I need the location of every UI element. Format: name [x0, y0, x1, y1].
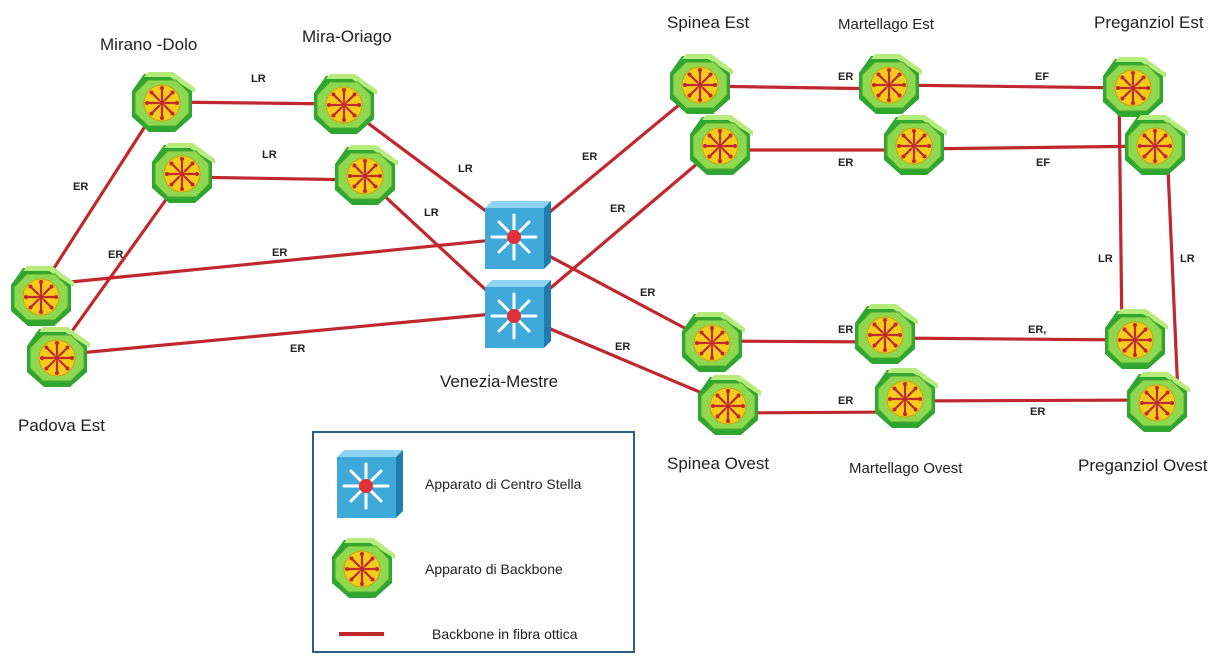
link-mirano-mira-bottom — [181, 175, 366, 182]
link-label: LR — [251, 73, 266, 85]
site-labels: Mirano -Dolo Mira-Oriago Padova Est Vene… — [18, 13, 1208, 477]
link-martellago-preganziol-est-bottom — [913, 144, 1157, 151]
legend-backbone-device-label: Apparato di Backbone — [425, 561, 563, 577]
link-label: ER — [290, 343, 305, 355]
link-spinea-martellago-est-top — [698, 84, 892, 91]
link-padova-venezia-top — [38, 236, 516, 287]
fiber-links — [36, 83, 1180, 415]
link-martellago-preganziol-est-top — [888, 83, 1135, 90]
site-label-padova-est: Padova Est — [18, 416, 105, 435]
backbone-device-icon-mirano-dolo-1 — [130, 70, 197, 134]
backbone-device-icon-padova-est-1 — [9, 264, 76, 328]
link-label: LR — [424, 207, 439, 219]
link-label: ER — [838, 71, 853, 83]
core-switches — [483, 199, 553, 350]
site-label-spinea-est: Spinea Est — [667, 13, 749, 32]
link-label: ER — [615, 341, 630, 353]
link-venezia-spinea-ovest-top — [532, 246, 713, 344]
link-venezia-spinea-est-bottom — [532, 144, 720, 304]
link-label: LR — [458, 163, 473, 175]
backbone-device-icon-preganziol-est-2 — [1123, 113, 1190, 177]
link-preganziol-vertical-right — [1165, 144, 1180, 397]
link-label: ER — [272, 247, 287, 259]
backbone-device-icon-spinea-est-2 — [688, 113, 755, 177]
link-label: EF — [1035, 71, 1049, 83]
backbone-device-icon-martellago-est-1 — [857, 52, 924, 116]
site-label-martellago-ovest: Martellago Ovest — [849, 460, 963, 477]
legend: Apparato di Centro Stella Apparato di Ba… — [312, 431, 635, 653]
backbone-device-icon-preganziol-ovest-1 — [1103, 307, 1170, 371]
backbone-device-icon-mira-oriago-2 — [333, 143, 400, 207]
backbone-device-icon-martellago-ovest-2 — [873, 366, 940, 430]
link-martellago-preganziol-ovest-bottom — [901, 398, 1159, 403]
link-label: EF — [1036, 157, 1050, 169]
link-padova-mirano-left — [36, 101, 162, 295]
link-padova-mirano-right — [53, 178, 182, 357]
backbone-device-icon-spinea-ovest-2 — [696, 373, 763, 437]
backbone-device-icon-martellago-est-2 — [882, 113, 949, 177]
site-label-mira-oriago: Mira-Oriago — [302, 27, 392, 46]
link-label: ER — [108, 249, 123, 261]
link-label: ER — [838, 157, 853, 169]
backbone-device-icon-preganziol-ovest-2 — [1125, 370, 1192, 434]
backbone-device-icon-mira-oriago-1 — [312, 72, 379, 136]
backbone-device-icon-martellago-ovest-1 — [853, 302, 920, 366]
legend-core-switch-label: Apparato di Centro Stella — [425, 476, 582, 492]
backbone-device-icon-spinea-ovest-1 — [680, 310, 747, 374]
site-label-preganziol-ovest: Preganziol Ovest — [1078, 456, 1208, 475]
link-label: ER — [838, 395, 853, 407]
link-label: ER — [1030, 406, 1045, 418]
link-label: LR — [1180, 253, 1195, 265]
site-label-martellago-est: Martellago Est — [838, 16, 935, 33]
link-label: ER — [582, 151, 597, 163]
core-switch-icon-1 — [483, 199, 553, 271]
link-padova-venezia-bottom — [56, 310, 516, 357]
backbone-device-icon-preganziol-est-1 — [1101, 55, 1168, 119]
link-venezia-spinea-ovest-bottom — [532, 320, 730, 406]
link-labels: LR LR ER ER LR LR ER ER ER ER ER ER ER E… — [73, 71, 1195, 418]
legend-fiber-link-label: Backbone in fibra ottica — [432, 626, 578, 642]
link-mirano-mira-top — [161, 100, 343, 106]
legend-core-switch-icon — [335, 448, 405, 520]
link-label: LR — [262, 149, 277, 161]
backbone-device-icon-padova-est-2 — [25, 325, 92, 389]
site-label-preganziol-est: Preganziol Est — [1094, 13, 1204, 32]
link-preganziol-vertical-left — [1117, 86, 1124, 340]
backbone-device-icon-spinea-est-1 — [668, 52, 735, 116]
site-label-spinea-ovest: Spinea Ovest — [667, 454, 769, 473]
link-venezia-spinea-est-top — [532, 88, 699, 227]
link-label: ER — [640, 287, 655, 299]
link-label: ER — [610, 203, 625, 215]
core-switch-icon-2 — [483, 278, 553, 350]
backbone-device-icon-mirano-dolo-2 — [150, 141, 217, 205]
link-label: LR — [1098, 253, 1113, 265]
link-label: ER — [838, 324, 853, 336]
site-label-mirano-dolo: Mirano -Dolo — [100, 35, 197, 54]
link-martellago-preganziol-ovest-top — [883, 336, 1137, 342]
link-label: ER, — [1028, 324, 1046, 336]
link-label: ER — [73, 181, 88, 193]
site-label-venezia-mestre: Venezia-Mestre — [440, 372, 558, 391]
